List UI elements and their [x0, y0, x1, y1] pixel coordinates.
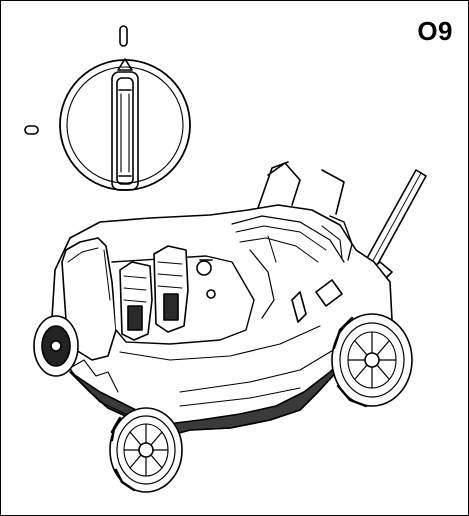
battery-icon [153, 245, 189, 333]
step-label: O9 [417, 16, 453, 46]
wheel-icon [33, 315, 79, 377]
wheel-icon [321, 215, 353, 261]
wheel-icon [331, 313, 413, 408]
switch-off-mark-icon [24, 125, 39, 135]
rotary-switch-icon [59, 58, 191, 191]
switch-on-mark-icon [119, 25, 128, 47]
rotary-switch-detail [24, 25, 191, 191]
lawn-mower-icon [33, 161, 427, 493]
wheel-icon [109, 407, 183, 493]
battery-icon [119, 261, 153, 341]
